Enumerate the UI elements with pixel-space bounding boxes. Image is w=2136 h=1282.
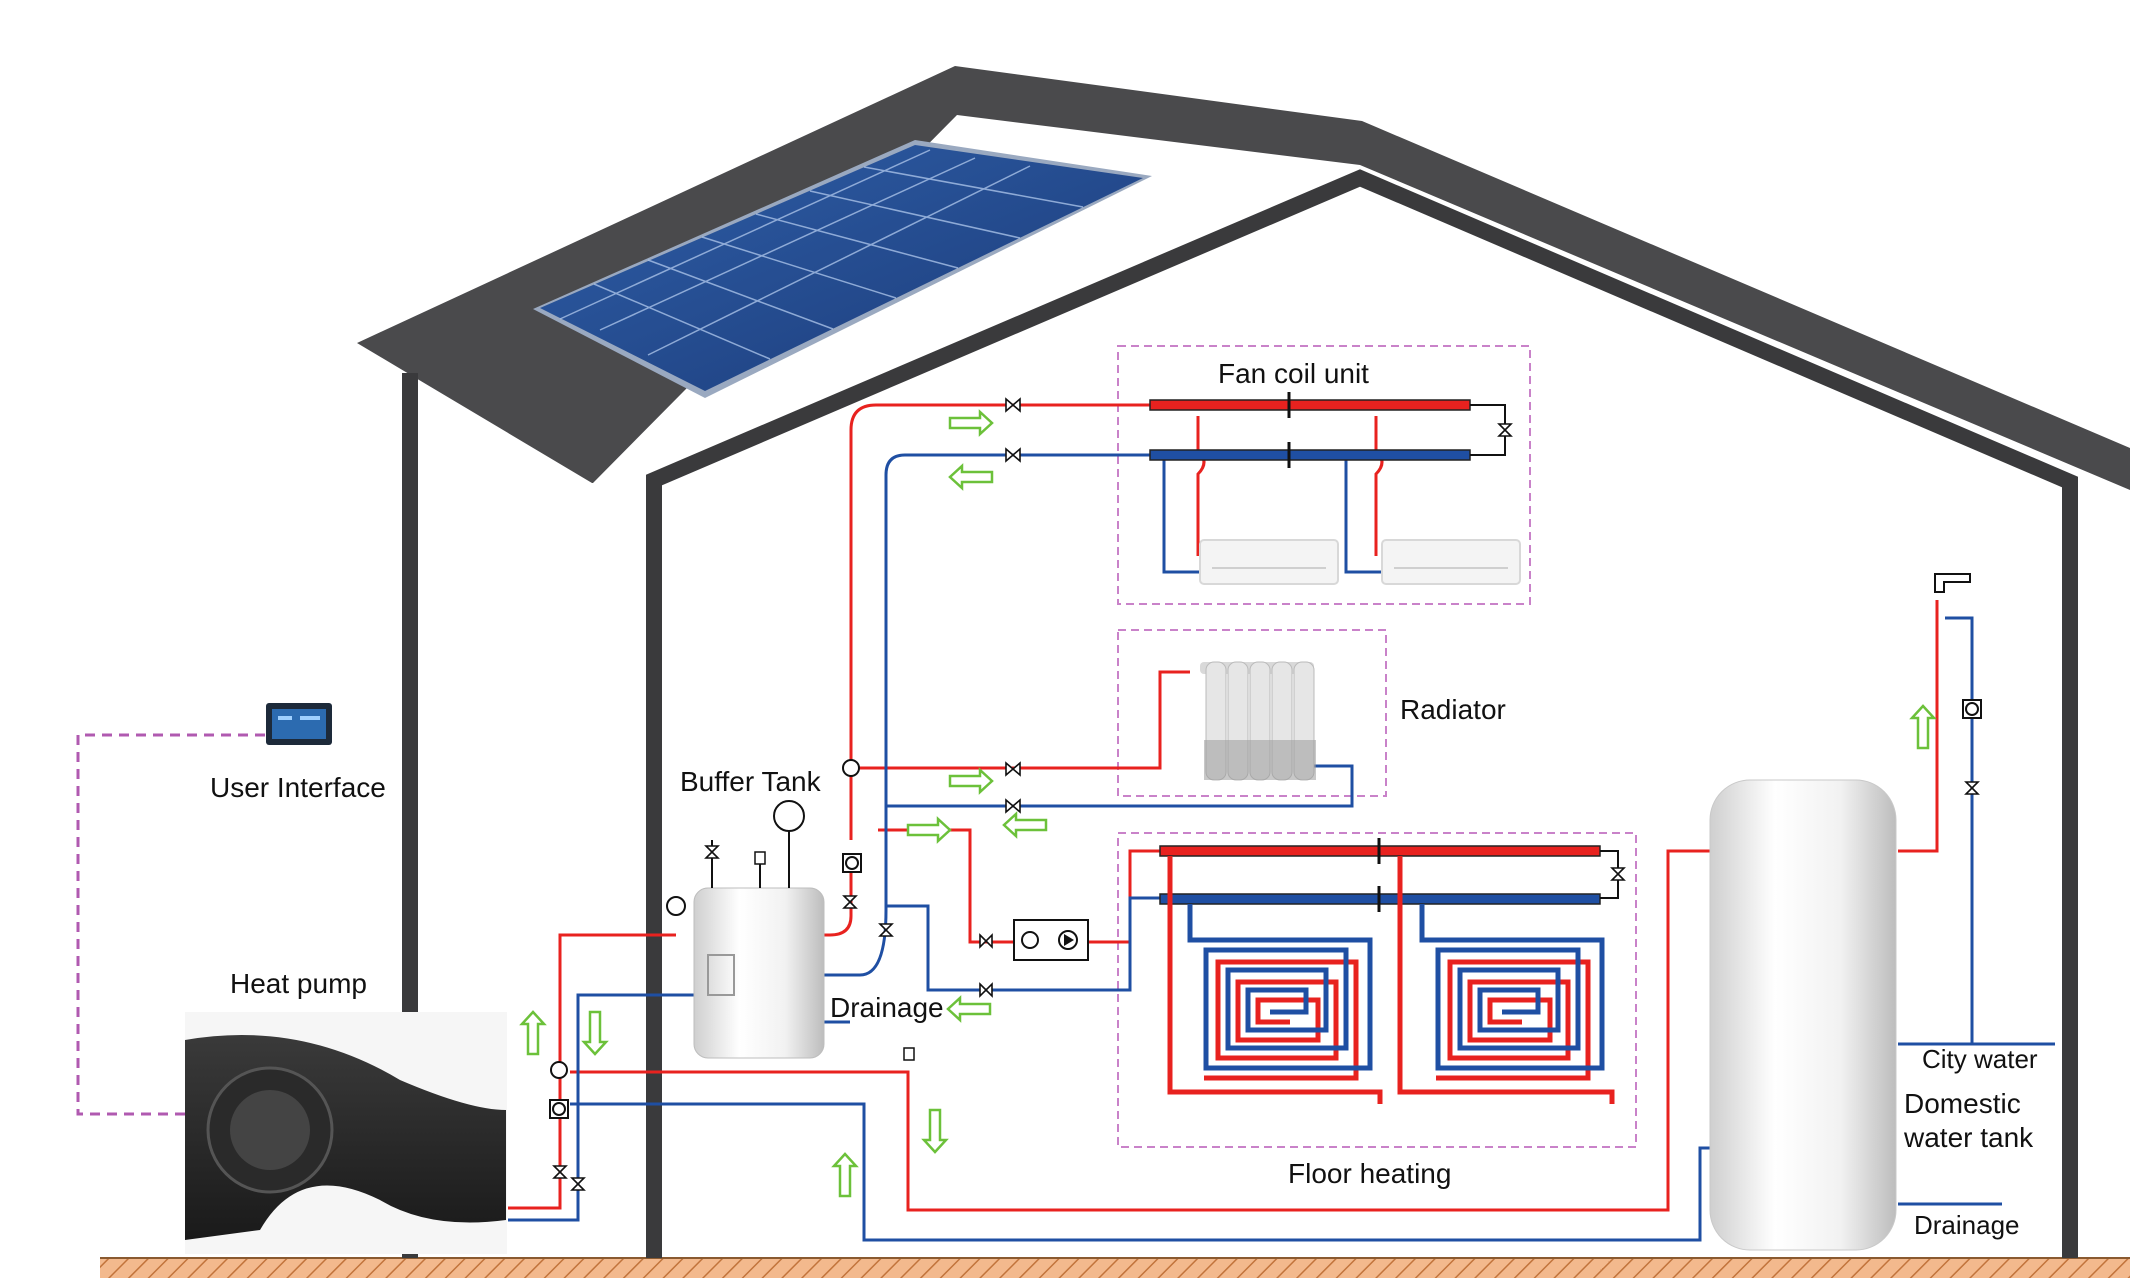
return-pipe-fcu-branch-2: [1344, 455, 1382, 574]
mixing-pump-station: [1013, 919, 1089, 961]
label-domestic-water-tank-line-2: water tank: [1904, 1122, 2034, 1153]
fcu-return-manifold: [1149, 449, 1471, 461]
fan-coil-box: [1117, 345, 1531, 605]
return-pipe-main: [818, 453, 1150, 977]
buffer-tank: [693, 800, 825, 1059]
fan-coil-unit-2: [1381, 539, 1521, 585]
supply-pipe-fcu-branch-2: [1374, 416, 1384, 556]
return-pipe-floor: [886, 896, 1160, 992]
label-buffer-tank: Buffer Tank: [680, 766, 821, 797]
floor-heating-loop-1: [1167, 856, 1383, 1104]
tap-icon: [1934, 573, 1971, 593]
pressure-gauge-icon: [666, 896, 686, 916]
return-pipe-buffer: [570, 993, 694, 1106]
ground-strip: [100, 1258, 2130, 1278]
solar-panel: [533, 140, 1152, 398]
supply-pipe-fcu-branch-1: [1196, 416, 1206, 556]
ui-control-link: [76, 733, 265, 1116]
valve-icons: [552, 397, 1980, 1191]
label-user-interface: User Interface: [210, 772, 386, 803]
label-city-water: City water: [1922, 1044, 2038, 1074]
label-radiator: Radiator: [1400, 694, 1506, 725]
roof: [357, 66, 2130, 490]
label-drainage-domestic: Drainage: [1914, 1210, 2020, 1240]
radiator-unit: [1200, 661, 1316, 781]
return-pipe-fcu-branch-1: [1162, 455, 1200, 574]
house-inner-outline: [646, 169, 2078, 1258]
label-heat-pump: Heat pump: [230, 968, 367, 999]
three-way-valve-icons: [550, 759, 860, 1079]
supply-pipe-main: [849, 403, 1150, 840]
return-pipe-radiator: [886, 764, 1354, 808]
radiator-box: [1117, 629, 1387, 797]
domestic-water-tank: [1709, 779, 1897, 1251]
label-fan-coil-unit: Fan coil unit: [1218, 358, 1369, 389]
supply-pipe-buffer: [818, 868, 853, 937]
supply-pipe-dhw-outlet: [1898, 600, 1939, 853]
label-domestic-water-tank-line-1: Domestic: [1904, 1088, 2021, 1119]
supply-pipe-radiator: [851, 670, 1190, 770]
floor-heating-loop-2: [1397, 856, 1615, 1104]
return-pipe-city-riser: [1945, 616, 1974, 1044]
sensor-icon: [903, 1047, 915, 1061]
heat-pump-unit: [185, 1012, 507, 1254]
fcu-supply-manifold: [1149, 399, 1471, 411]
flow-arrows: [519, 409, 1937, 1198]
pump-icons: [549, 699, 1982, 1119]
user-interface-device: [266, 703, 332, 745]
label-floor-heating: Floor heating: [1288, 1158, 1452, 1189]
return-pipe-hp: [508, 1102, 1712, 1242]
fan-coil-unit-1: [1199, 539, 1339, 585]
supply-pipe-domestic: [570, 849, 1712, 1212]
label-drainage-buffer: Drainage: [830, 992, 944, 1023]
